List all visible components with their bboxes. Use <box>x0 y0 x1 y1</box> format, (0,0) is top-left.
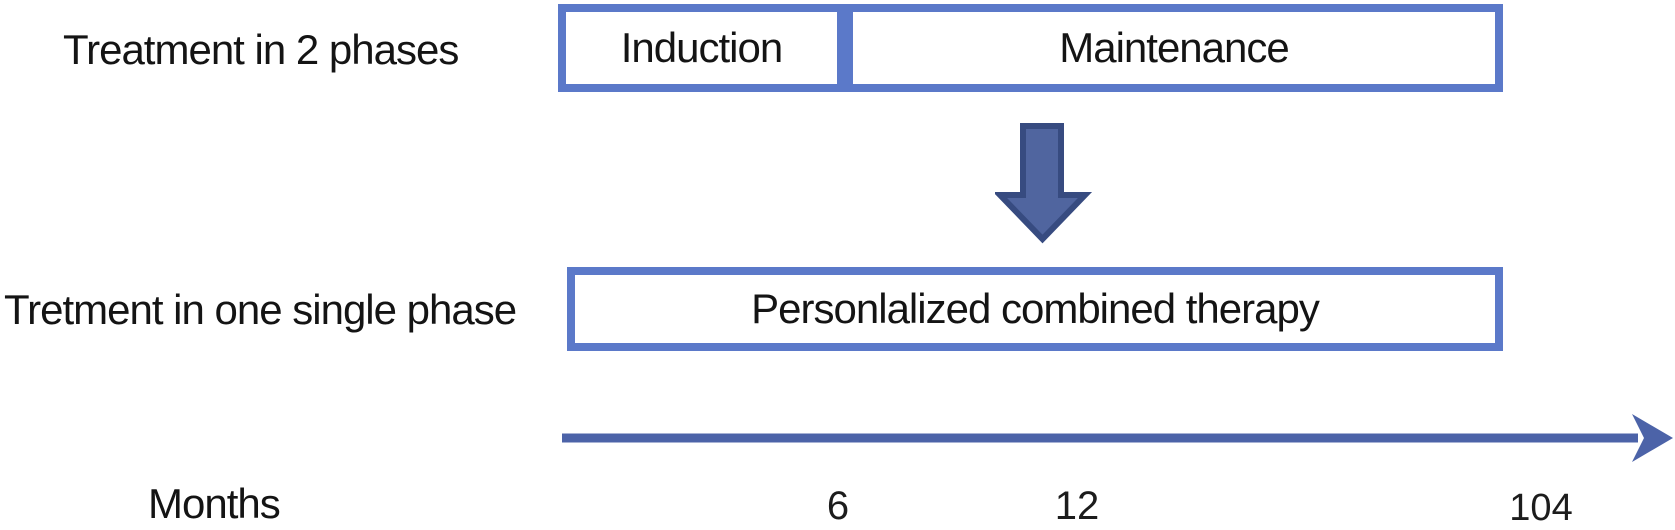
months-axis-label: Months <box>148 480 281 527</box>
row1-label: Treatment in 2 phases <box>63 26 459 73</box>
timeline-tick-104: 104 <box>1509 487 1573 529</box>
timeline-tick-6: 6 <box>826 484 850 528</box>
timeline-arrow <box>562 414 1673 462</box>
maintenance-phase-box: Maintenance <box>845 4 1503 92</box>
induction-phase-label: Induction <box>620 24 783 71</box>
down-arrow-icon <box>995 123 1093 244</box>
induction-phase-box: Induction <box>558 4 845 92</box>
timeline-tick-12: 12 <box>1054 484 1100 528</box>
row2-label: Tretment in one single phase <box>4 286 517 333</box>
maintenance-phase-label: Maintenance <box>1059 24 1289 71</box>
personalized-therapy-label: Personlalized combined therapy <box>751 285 1320 332</box>
personalized-therapy-box: Personlalized combined therapy <box>567 267 1503 351</box>
